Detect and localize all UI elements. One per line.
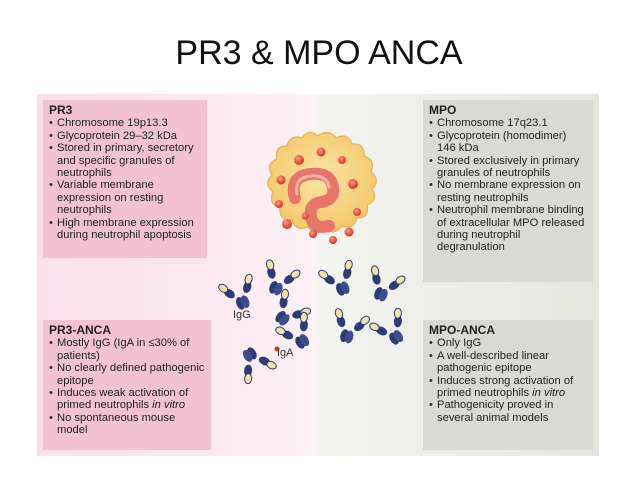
mpo-anca-item: Only IgG [429, 337, 587, 350]
mpo-item: Glycoprotein (homodimer) 146 kDa [429, 130, 587, 155]
antibodies-right [315, 256, 417, 354]
page-title: PR3 & MPO ANCA [175, 34, 463, 72]
pr3-item: Chromosome 19p13.3 [49, 117, 201, 130]
mpo-anca-card: MPO-ANCA Only IgG A well-described linea… [423, 320, 593, 450]
pr3-card: PR3 Chromosome 19p13.3 Glycoprotein 29–3… [43, 100, 207, 258]
pr3-anca-item: No spontaneous mouse model [49, 412, 205, 437]
mpo-anca-item-text: Induces strong activation of primed neut… [437, 374, 574, 400]
pr3-anca-list: Mostly IgG (IgA in ≤30% of patients) No … [49, 337, 205, 436]
mpo-list: Chromosome 17q23.1 Glycoprotein (homodim… [429, 117, 587, 253]
pr3-anca-item-text: Induces weak activation of primed neutro… [57, 387, 189, 412]
illustration: IgG IgA [215, 131, 417, 388]
pr3-anca-item: Mostly IgG (IgA in ≤30% of patients) [49, 337, 205, 362]
pr3-anca-in-vitro: in vitro [152, 399, 186, 412]
mpo-anca-in-vitro: in vitro [532, 387, 566, 400]
mpo-item: No membrane expression on resting neutro… [429, 179, 587, 204]
pr3-anca-card: PR3-ANCA Mostly IgG (IgA in ≤30% of pati… [43, 320, 211, 450]
pr3-item: Variable membrane expression on resting … [49, 179, 201, 216]
mpo-heading: MPO [429, 103, 457, 117]
pr3-heading: PR3 [49, 103, 73, 117]
pr3-anca-heading: PR3-ANCA [49, 323, 112, 337]
anca-figure: PR3 Chromosome 19p13.3 Glycoprotein 29–3… [37, 94, 599, 456]
mpo-anca-item: A well-described linear pathogenic epito… [429, 350, 587, 375]
mpo-anca-heading: MPO-ANCA [429, 323, 495, 337]
mpo-anca-item: Induces strong activation of primed neut… [429, 375, 587, 400]
mpo-item: Chromosome 17q23.1 [429, 117, 587, 130]
mpo-anca-list: Only IgG A well-described linear pathoge… [429, 337, 587, 424]
pr3-anca-item: Induces weak activation of primed neutro… [49, 387, 205, 412]
pr3-list: Chromosome 19p13.3 Glycoprotein 29–32 kD… [49, 117, 201, 241]
nucleus-shape [287, 167, 340, 233]
granules [275, 147, 361, 244]
pr3-item: Stored in primary, secretory and specifi… [49, 142, 201, 179]
iga-label: IgA [277, 347, 294, 359]
nucleus-highlight [295, 174, 331, 196]
mpo-anca-item: Pathogenicity proved in several animal m… [429, 399, 587, 424]
mpo-item: Neutrophil membrane binding of extracell… [429, 204, 587, 254]
mpo-item: Stored exclusively in primary granules o… [429, 155, 587, 180]
pr3-anca-item: No clearly defined pathogenic epitope [49, 362, 205, 387]
pr3-item: High membrane expression during neutroph… [49, 217, 201, 242]
pr3-item: Glycoprotein 29–32 kDa [49, 130, 201, 143]
igg-label: IgG [233, 309, 251, 321]
antibodies-left [215, 256, 323, 388]
mpo-card: MPO Chromosome 17q23.1 Glycoprotein (hom… [423, 100, 593, 282]
